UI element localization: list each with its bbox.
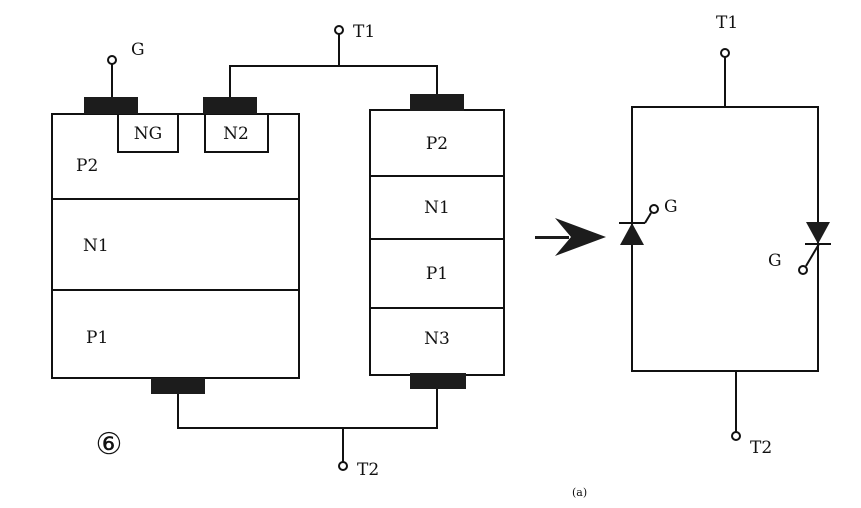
- caption: (a): [572, 486, 587, 499]
- eq-t2-terminal-icon: [731, 431, 741, 441]
- left-bottom-layer-label: P1: [86, 328, 108, 348]
- gate-electrode: [84, 97, 138, 114]
- region-ng-box: [117, 113, 179, 153]
- gate-label: G: [131, 40, 145, 60]
- eq-t1-label: T1: [716, 13, 738, 33]
- equivalent-loop: [631, 106, 819, 372]
- t2-electrode-left: [151, 378, 205, 394]
- t1-bus: [229, 65, 438, 97]
- t1-electrode-left: [203, 97, 257, 114]
- gate-terminal-icon: [107, 55, 117, 65]
- wires: [111, 34, 438, 462]
- left-thyristor-triangle-icon: [620, 223, 644, 245]
- t1-label: T1: [353, 22, 375, 42]
- equivalent-circuit: [619, 57, 831, 432]
- eq-left-gate-terminal-icon: [649, 204, 659, 214]
- left-gate-lead: [644, 212, 652, 224]
- t2-electrode-right: [410, 373, 466, 389]
- eq-right-gate-label: G: [768, 251, 782, 271]
- eq-t2-label: T2: [750, 438, 772, 458]
- left-middle-layer-label: N1: [83, 236, 109, 256]
- region-n2-label: N2: [223, 124, 249, 144]
- t1-terminal-icon: [334, 25, 344, 35]
- t2-bus: [177, 388, 438, 429]
- region-ng-label: NG: [134, 124, 162, 144]
- right-thyristor-triangle-icon: [806, 222, 830, 244]
- t2-terminal-icon: [338, 461, 348, 471]
- t2-label: T2: [357, 460, 379, 480]
- right-layer-3-label: P1: [426, 264, 448, 284]
- right-layer-2-label: N1: [424, 198, 450, 218]
- right-layer-1-label: P2: [426, 134, 448, 154]
- right-layer-4-label: N3: [424, 329, 450, 349]
- eq-left-gate-label: G: [664, 197, 678, 217]
- left-top-layer-label: P2: [76, 156, 98, 176]
- eq-right-gate-terminal-icon: [798, 265, 808, 275]
- t1-electrode-right: [410, 94, 464, 111]
- eq-t1-terminal-icon: [720, 48, 730, 58]
- right-gate-lead: [805, 243, 820, 267]
- figure-number: ⑥: [96, 427, 123, 462]
- arrow-right-icon: [535, 218, 606, 256]
